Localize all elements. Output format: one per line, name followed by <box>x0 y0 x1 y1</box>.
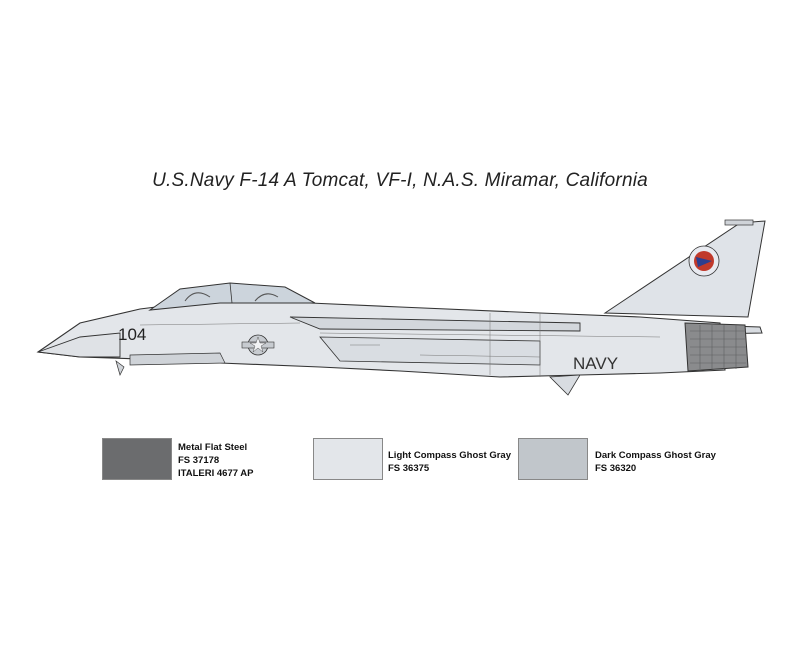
nose-gear-door <box>115 360 125 376</box>
f14-tomcat-profile: 104 NAVY <box>36 219 766 396</box>
swatch-ref: ITALERI 4677 AP <box>178 468 254 479</box>
swatch-fs-code: FS 36375 <box>388 463 430 474</box>
navy-marking: NAVY <box>573 354 618 373</box>
swatch-fs-code: FS 37178 <box>178 455 220 466</box>
rio-seat-icon <box>254 293 279 302</box>
nozzle-texture <box>690 325 746 369</box>
swept-wing <box>289 316 581 332</box>
swatch-dark-compass-ghost-gray <box>518 438 588 480</box>
intake-ramp <box>319 336 541 366</box>
radome <box>37 332 121 358</box>
vertical-stabilizer <box>603 220 766 318</box>
gun-panel <box>129 352 226 366</box>
swatch-label-metal-flat-steel: Metal Flat Steel FS 37178 ITALERI 4677 A… <box>178 441 254 480</box>
swatch-name: Light Compass Ghost Gray <box>388 450 511 461</box>
pilot-seat-icon <box>184 292 211 302</box>
panel-lines <box>139 313 661 377</box>
swatch-name: Metal Flat Steel <box>178 442 248 453</box>
swatch-name: Dark Compass Ghost Gray <box>595 450 716 461</box>
swatch-label-light-compass-ghost-gray: Light Compass Ghost Gray FS 36375 <box>388 449 511 475</box>
emblem-tomcat-icon <box>696 257 712 267</box>
swatch-label-dark-compass-ghost-gray: Dark Compass Ghost Gray FS 36320 <box>595 449 716 475</box>
swatch-metal-flat-steel <box>102 438 172 480</box>
ventral-fin <box>549 374 581 396</box>
swatch-light-compass-ghost-gray <box>313 438 383 480</box>
swatch-fs-code: FS 36320 <box>595 463 637 474</box>
canopy-frame <box>229 282 233 304</box>
modex-number: 104 <box>118 325 146 344</box>
profile-title: U.S.Navy F-14 A Tomcat, VF-I, N.A.S. Mir… <box>152 170 648 191</box>
canopy <box>148 282 316 311</box>
tail-cap <box>724 219 754 226</box>
insignia-star <box>249 336 267 353</box>
